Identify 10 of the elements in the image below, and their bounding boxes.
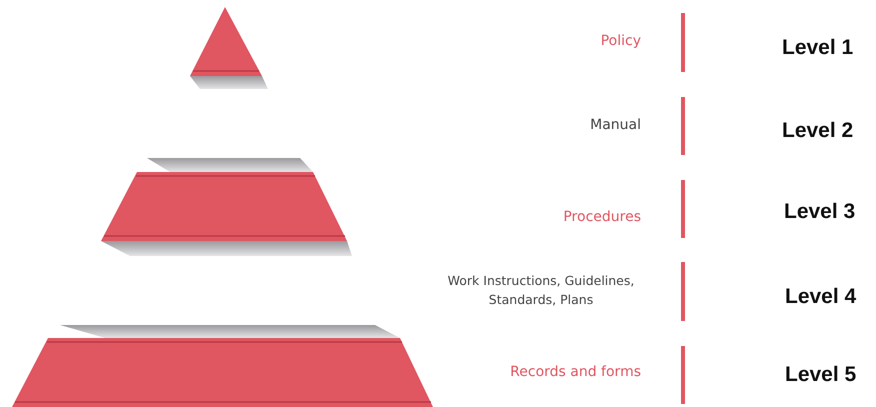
tier-label: Policy bbox=[600, 32, 641, 51]
tier-label: Work Instructions, Guidelines, Standards, Plans bbox=[446, 272, 636, 309]
tier-label: Records and forms bbox=[510, 363, 641, 382]
tier-label: Procedures bbox=[563, 208, 641, 227]
level-label: Level 4 bbox=[785, 285, 856, 309]
level-label: Level 5 bbox=[785, 363, 856, 387]
level-label: Level 1 bbox=[782, 36, 854, 60]
tier-label: Manual bbox=[590, 116, 641, 135]
level-label: Level 2 bbox=[782, 119, 854, 143]
level-label: Level 3 bbox=[784, 200, 856, 224]
